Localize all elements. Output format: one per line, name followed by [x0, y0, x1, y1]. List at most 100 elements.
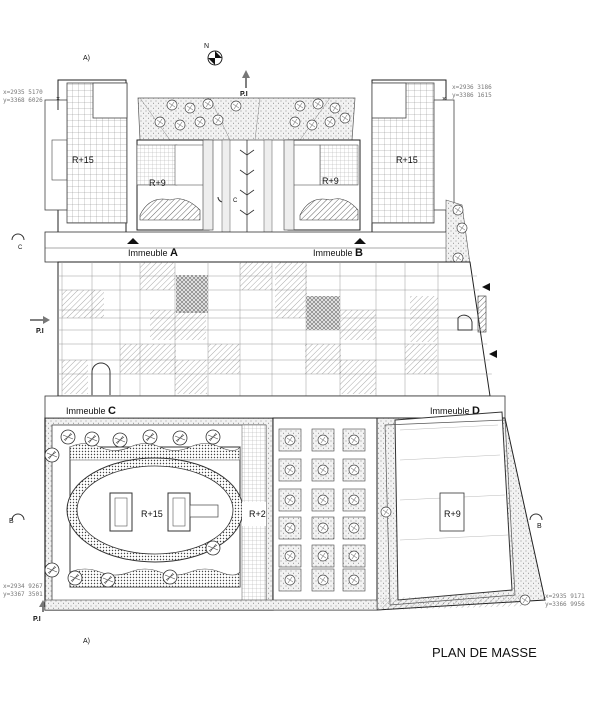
svg-text:×: ×	[442, 96, 446, 103]
svg-text:y=3368 6026: y=3368 6026	[3, 97, 43, 104]
section-mark-a-top: A)	[83, 55, 90, 62]
paved-plaza	[57, 261, 492, 397]
tree-icon	[166, 99, 178, 111]
immeuble-a-label: Immeuble A	[127, 238, 178, 259]
block-a-height: R+9	[149, 178, 166, 188]
immeuble-d: R+9	[376, 411, 546, 611]
tree-icon	[154, 116, 166, 128]
block-b: R+9	[283, 139, 361, 231]
svg-text:Immeuble C: Immeuble C	[66, 405, 116, 417]
tree-icon	[348, 464, 360, 476]
block-d-height: R+9	[444, 509, 461, 519]
tree-icon	[44, 562, 60, 578]
svg-text:P.I: P.I	[36, 328, 44, 335]
section-mark-b-right: B	[537, 523, 542, 530]
tree-icon	[317, 574, 329, 586]
tree-icon	[194, 116, 206, 128]
tree-icon	[100, 572, 116, 588]
section-mark-c-left: C	[18, 245, 23, 251]
tree-icon	[84, 431, 100, 447]
coordinate-top-right: x=2936 3186 y=3386 1615	[452, 84, 492, 99]
tree-icon	[112, 432, 128, 448]
pi-marker-top: P.I	[240, 70, 250, 98]
tree-icon	[212, 114, 224, 126]
block-a: R+9	[136, 139, 214, 231]
svg-text:y=3367 3501: y=3367 3501	[3, 591, 43, 598]
tree-icon	[284, 494, 296, 506]
tree-icon	[284, 550, 296, 562]
svg-text:x=2935 5170: x=2935 5170	[3, 89, 43, 96]
tree-icon	[44, 447, 60, 463]
section-mark-c-center: C	[233, 198, 238, 204]
tree-icon	[162, 569, 178, 585]
tree-icon	[294, 100, 306, 112]
svg-text:x=2934 9267: x=2934 9267	[3, 583, 43, 590]
tree-icon	[312, 98, 324, 110]
tree-icon	[329, 102, 341, 114]
middle-height: R+2	[249, 509, 266, 519]
planted-grid	[272, 417, 378, 611]
tree-icon	[317, 550, 329, 562]
tree-icon	[306, 119, 318, 131]
tree-icon	[142, 429, 158, 445]
tree-icon	[284, 522, 296, 534]
tree-icon	[289, 116, 301, 128]
tree-icon	[317, 434, 329, 446]
tower-a: R+15 ×	[44, 79, 128, 241]
tree-icon	[348, 574, 360, 586]
immeuble-d-label: Immeuble D	[430, 405, 480, 417]
tree-icon	[60, 429, 76, 445]
section-mark-b-left: B	[9, 518, 14, 525]
tree-icon	[380, 506, 392, 518]
tree-icon	[317, 464, 329, 476]
section-mark-a-bottom: A)	[83, 638, 90, 645]
svg-text:Immeuble A: Immeuble A	[128, 247, 178, 259]
immeuble-b-label: Immeuble B	[313, 238, 366, 259]
svg-text:Immeuble B: Immeuble B	[313, 247, 363, 259]
immeuble-c: R+15 R+2	[44, 417, 274, 611]
tree-icon	[519, 594, 531, 606]
tree-icon	[184, 102, 196, 114]
tree-icon	[284, 434, 296, 446]
tree-icon	[205, 429, 221, 445]
svg-text:x=2935 9171: x=2935 9171	[545, 593, 585, 600]
tower-b-height: R+15	[396, 155, 418, 165]
tower-b: R+15 ×	[371, 79, 455, 241]
svg-text:P.I: P.I	[33, 616, 41, 623]
tree-icon	[348, 494, 360, 506]
tree-icon	[348, 434, 360, 446]
tree-icon	[339, 112, 351, 124]
tree-icon	[230, 100, 242, 112]
tower-a-height: R+15	[72, 155, 94, 165]
tree-icon	[172, 430, 188, 446]
oval-height: R+15	[141, 509, 163, 519]
coordinate-bottom-right: x=2935 9171 y=3366 9956	[545, 593, 585, 608]
tree-icon	[452, 204, 464, 216]
svg-text:x=2936 3186: x=2936 3186	[452, 84, 492, 91]
tree-icon	[284, 464, 296, 476]
tree-icon	[284, 574, 296, 586]
svg-text:P.I: P.I	[240, 91, 248, 98]
svg-text:Immeuble D: Immeuble D	[430, 405, 480, 417]
tree-icon	[202, 98, 214, 110]
svg-text:×: ×	[56, 96, 60, 103]
coordinate-top-left: x=2935 5170 y=3368 6026	[3, 89, 43, 104]
tree-icon	[324, 116, 336, 128]
central-spine	[221, 139, 273, 233]
tree-icon	[348, 522, 360, 534]
tree-icon	[317, 494, 329, 506]
coordinate-bottom-left: x=2934 9267 y=3367 3501	[3, 583, 43, 598]
block-b-height: R+9	[322, 176, 339, 186]
immeuble-c-label: Immeuble C	[66, 405, 116, 417]
tree-icon	[205, 540, 221, 556]
tree-icon	[348, 550, 360, 562]
tree-icon	[456, 222, 468, 234]
north-arrow-icon: N	[204, 43, 223, 66]
tree-icon	[67, 570, 83, 586]
north-label: N	[204, 43, 209, 50]
pi-marker-left: P.I	[30, 316, 50, 335]
tree-icon	[174, 119, 186, 131]
plan-title: PLAN DE MASSE	[432, 645, 537, 660]
tree-icon	[317, 522, 329, 534]
